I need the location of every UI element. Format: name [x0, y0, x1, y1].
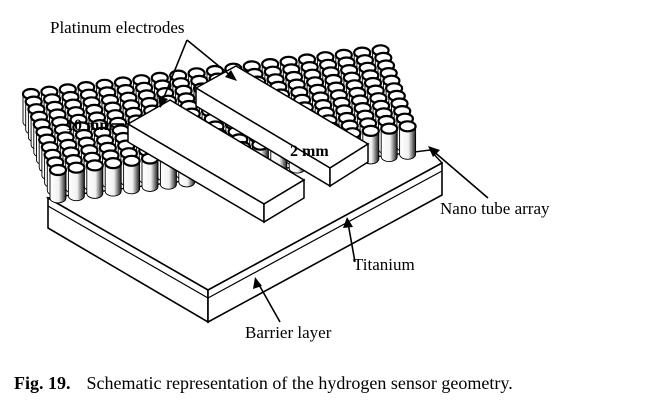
nanotube-wall — [399, 125, 417, 160]
nanotube-leader — [431, 149, 489, 199]
nanotube-wall — [86, 164, 104, 199]
label-nano-tube-array: Nano tube array — [440, 199, 550, 218]
nanotube-opening — [48, 163, 68, 177]
label-platinum-electrodes: Platinum electrodes — [50, 18, 185, 37]
nanotube-wall — [141, 158, 159, 192]
nanotube — [85, 159, 104, 199]
nanotube — [140, 152, 160, 192]
barrier-layer-line-right — [207, 170, 443, 299]
platinum-electrode-front — [126, 99, 306, 224]
arrow-electrode-back — [225, 70, 237, 81]
electrodes-leader-1 — [161, 39, 188, 103]
electrode-back-side — [329, 142, 369, 188]
arrow-barrier — [253, 277, 262, 289]
arrow-titanium — [343, 217, 353, 228]
arrow-electrode-front — [158, 96, 168, 108]
nanotube — [48, 163, 68, 204]
barrier-leader — [257, 282, 281, 323]
figure-caption: Fig. 19. Schematic representation of the … — [14, 373, 644, 394]
nanotube-opening — [104, 157, 123, 170]
figure-number: Fig. 19. — [14, 373, 71, 393]
nanotube — [380, 122, 399, 162]
leader-lines — [112, 39, 489, 323]
nanotube — [398, 120, 417, 160]
nanotube-opening — [122, 154, 141, 167]
nanotube-wall — [380, 128, 398, 162]
caption-text: Schematic representation of the hydrogen… — [86, 373, 513, 393]
nanotube — [67, 161, 86, 202]
nanotube — [122, 154, 141, 195]
nanotube-wall — [49, 169, 67, 204]
barrier-layer-line-front — [47, 205, 209, 299]
nanotube-opening — [380, 122, 399, 135]
nanotube-opening — [361, 124, 380, 137]
nanotube-opening — [398, 120, 417, 133]
nanotube-opening — [85, 159, 104, 172]
titanium-leader — [347, 222, 356, 263]
arrow-nanotube — [428, 146, 440, 157]
nanotube-opening — [67, 161, 86, 174]
nanotube-wall — [104, 162, 122, 197]
label-gap-2mm: 2 mm — [290, 143, 329, 160]
nanotube-wall — [123, 160, 141, 195]
nanotube-wall — [67, 167, 85, 202]
titanium-substrate — [45, 149, 444, 324]
electrodes-leader-2 — [186, 39, 232, 77]
arrowheads — [158, 70, 440, 289]
electrode-front-side — [263, 178, 305, 224]
platinum-electrode-back — [194, 65, 370, 188]
nanotube — [104, 157, 123, 197]
label-barrier-layer: Barrier layer — [245, 323, 332, 342]
label-width-10mm: 10 mm — [66, 117, 113, 134]
label-titanium: Titanium — [353, 255, 415, 274]
